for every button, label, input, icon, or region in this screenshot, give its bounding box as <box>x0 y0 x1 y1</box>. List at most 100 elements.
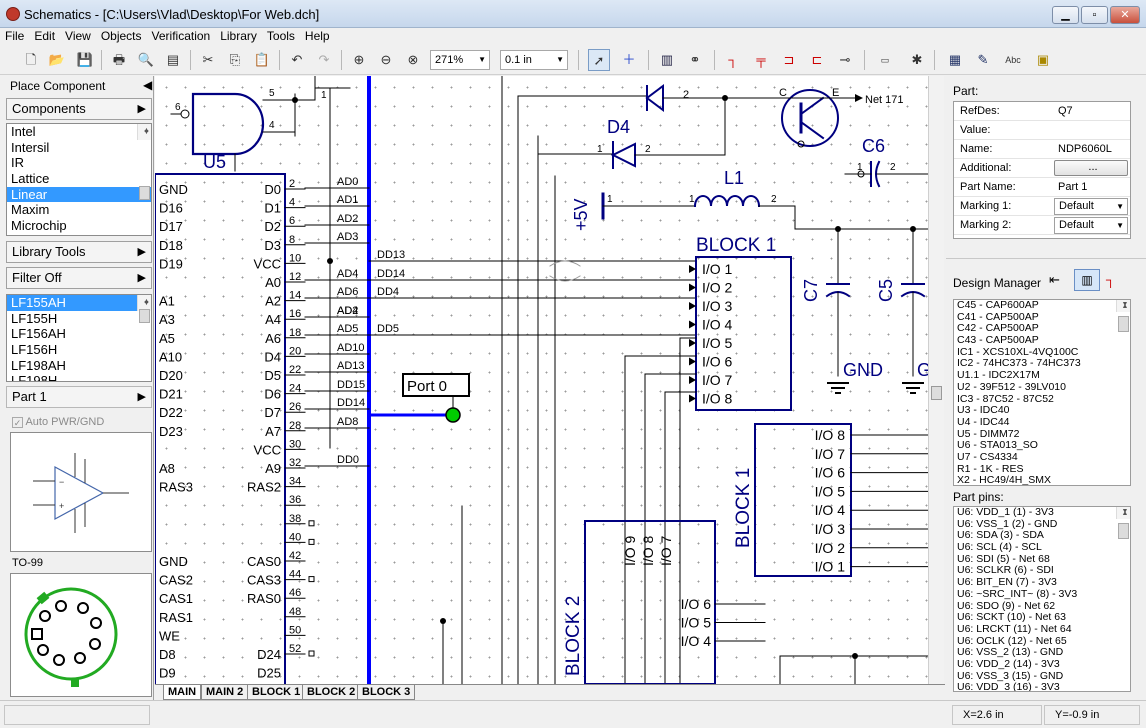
find-binoculars-icon[interactable]: ⚭ <box>689 52 701 67</box>
crosshair-icon[interactable]: ＋ <box>622 52 636 67</box>
table-icon[interactable]: ▦ <box>948 52 962 67</box>
scrollbar[interactable]: ▲▼ <box>137 124 151 200</box>
list-item[interactable]: IR <box>11 155 24 171</box>
tab-main[interactable]: MAIN <box>163 685 202 700</box>
component-icon[interactable]: ▥ <box>660 52 674 67</box>
bus-entry-icon[interactable]: ⊐ <box>783 52 795 67</box>
design-manager-item[interactable]: U5 - DIMM72 <box>957 427 1020 440</box>
part-pin-item[interactable]: U6: ~SRC_INT~ (8) - 3V3 <box>957 587 1078 600</box>
design-manager-item[interactable]: IC2 - 74HC373 - 74HC373 <box>957 357 1081 370</box>
design-manager-item[interactable]: C41 - CAP500AP <box>957 310 1039 323</box>
paste-icon[interactable]: 📋 <box>253 52 271 67</box>
dm-net-icon[interactable]: ┐ <box>1106 272 1116 287</box>
design-manager-item[interactable]: U4 - IDC44 <box>957 415 1010 428</box>
design-manager-item[interactable]: IC1 - XCS10XL-4VQ100C <box>957 345 1079 358</box>
menu-library[interactable]: Library <box>220 29 257 43</box>
print-preview-icon[interactable]: 🔍 <box>137 52 155 67</box>
copy-icon[interactable]: ⎘ <box>229 52 241 67</box>
design-manager-item[interactable]: U2 - 39F512 - 39LV010 <box>957 380 1066 393</box>
block1-box[interactable] <box>695 256 792 411</box>
menu-edit[interactable]: Edit <box>34 29 56 43</box>
part-pin-item[interactable]: U6: SDI (5) - Net 68 <box>957 552 1050 565</box>
block2-box[interactable] <box>584 520 716 684</box>
list-item[interactable]: LF198AH <box>11 357 66 373</box>
scrollbar[interactable]: ▲▼ <box>137 295 151 323</box>
block1-rotated-box[interactable] <box>754 423 852 577</box>
list-item[interactable]: Intersil <box>11 139 50 155</box>
part-pin-item[interactable]: U6: SDA (3) - SDA <box>957 529 1044 542</box>
design-manager-item[interactable]: U3 - IDC40 <box>957 404 1010 417</box>
tab-block-2[interactable]: BLOCK 2 <box>302 685 361 700</box>
zoom-select[interactable]: 271%▼ <box>430 50 490 70</box>
part-pin-item[interactable]: U6: VSS_2 (13) - GND <box>957 646 1064 659</box>
part-pin-item[interactable]: U6: VDD_2 (14) - 3V3 <box>957 657 1060 670</box>
net-port-icon[interactable]: ⊏ <box>811 52 823 67</box>
part-pin-item[interactable]: U6: SCL (4) - SCL <box>957 541 1042 554</box>
design-manager-item[interactable]: U1.1 - IDC2X17M <box>957 369 1040 382</box>
list-item-selected[interactable]: Linear <box>7 186 151 203</box>
components-header[interactable]: Components▶ <box>6 98 152 120</box>
design-manager-item[interactable]: R1 - 1K - RES <box>957 462 1024 475</box>
tab-main-2[interactable]: MAIN 2 <box>201 685 249 700</box>
wire-icon[interactable]: ┐ <box>728 52 738 67</box>
property-dropdown[interactable]: Default▼ <box>1054 198 1128 215</box>
menu-verification[interactable]: Verification <box>151 29 211 43</box>
inductor-l1-icon[interactable] <box>693 195 761 208</box>
menu-tools[interactable]: Tools <box>266 29 295 43</box>
spell-check-icon[interactable]: Abc <box>1005 55 1021 65</box>
auto-pwr-checkbox[interactable]: ✓ Auto PWR/GND <box>12 416 105 428</box>
edit-text-icon[interactable]: ✎ <box>977 52 989 67</box>
cut-icon[interactable]: ✂ <box>202 52 214 67</box>
list-item[interactable]: Microchip <box>11 218 67 234</box>
menu-file[interactable]: File <box>5 29 25 43</box>
design-manager-item[interactable]: IC3 - 87C52 - 87C52 <box>957 392 1054 405</box>
design-manager-item[interactable]: U6 - STA013_SO <box>957 439 1038 452</box>
menu-view[interactable]: View <box>65 29 91 43</box>
list-item[interactable]: Lattice <box>11 171 50 187</box>
design-manager-item[interactable]: C43 - CAP500AP <box>957 334 1039 347</box>
design-manager-item[interactable]: C42 - CAP500AP <box>957 322 1039 335</box>
zoom-fit-icon[interactable]: ⊗ <box>407 52 419 67</box>
property-dropdown[interactable]: Default▼ <box>1054 217 1128 234</box>
block-icon[interactable]: ▭ <box>880 55 890 65</box>
property-button[interactable]: ... <box>1054 160 1128 176</box>
list-item[interactable]: LF155H <box>11 310 58 326</box>
menu-help[interactable]: Help <box>304 29 330 43</box>
document-icon[interactable]: ▤ <box>166 52 180 67</box>
menu-objects[interactable]: Objects <box>100 29 142 43</box>
zoom-in-icon[interactable]: ⊕ <box>353 52 365 67</box>
list-item[interactable]: Intel <box>11 124 36 139</box>
property-value[interactable]: Part 1 <box>1054 178 1128 197</box>
diode-d4-icon[interactable] <box>610 142 636 168</box>
grid-select[interactable]: 0.1 in▼ <box>500 50 568 70</box>
transistor-q7-icon[interactable] <box>781 89 839 147</box>
part-pin-item[interactable]: U6: VDD_1 (1) - 3V3 <box>957 506 1054 518</box>
library-tools-header[interactable]: Library Tools▶ <box>6 241 152 263</box>
part-pin-item[interactable]: U6: LRCKT (11) - Net 64 <box>957 622 1072 635</box>
dm-filter-icon[interactable]: ⇤ <box>1049 272 1060 287</box>
list-item-selected[interactable]: LF155AH <box>7 295 151 311</box>
collapse-arrow-icon[interactable]: ◀ <box>143 78 153 92</box>
select-pointer-icon[interactable]: ➚ <box>588 49 610 71</box>
tab-block-3[interactable]: BLOCK 3 <box>357 685 416 700</box>
minimize-button[interactable]: ▁ <box>1052 6 1079 24</box>
maximize-button[interactable]: ▫ <box>1081 6 1108 24</box>
nand-gate-icon[interactable] <box>191 92 265 156</box>
list-item[interactable]: Maxim <box>11 202 50 218</box>
zoom-out-icon[interactable]: ⊖ <box>380 52 392 67</box>
list-item[interactable]: LF156AH <box>11 326 66 342</box>
undo-icon[interactable]: ↶ <box>291 52 303 67</box>
dm-component-icon[interactable]: ▥ <box>1074 269 1100 291</box>
close-button[interactable]: ✕ <box>1110 6 1140 24</box>
image-icon[interactable]: ▣ <box>1036 52 1050 67</box>
part-pin-item[interactable]: U6: VSS_3 (15) - GND <box>957 669 1064 682</box>
tab-block-1[interactable]: BLOCK 1 <box>247 685 306 700</box>
part-pin-item[interactable]: U6: SCKT (10) - Net 63 <box>957 611 1066 624</box>
part-pin-item[interactable]: U6: BIT_EN (7) - 3V3 <box>957 576 1057 589</box>
part-pin-item[interactable]: U6: SCLKR (6) - SDI <box>957 564 1054 577</box>
scrollbar[interactable]: ▲▼ <box>1116 507 1130 539</box>
property-value[interactable]: NDP6060L <box>1054 140 1128 159</box>
